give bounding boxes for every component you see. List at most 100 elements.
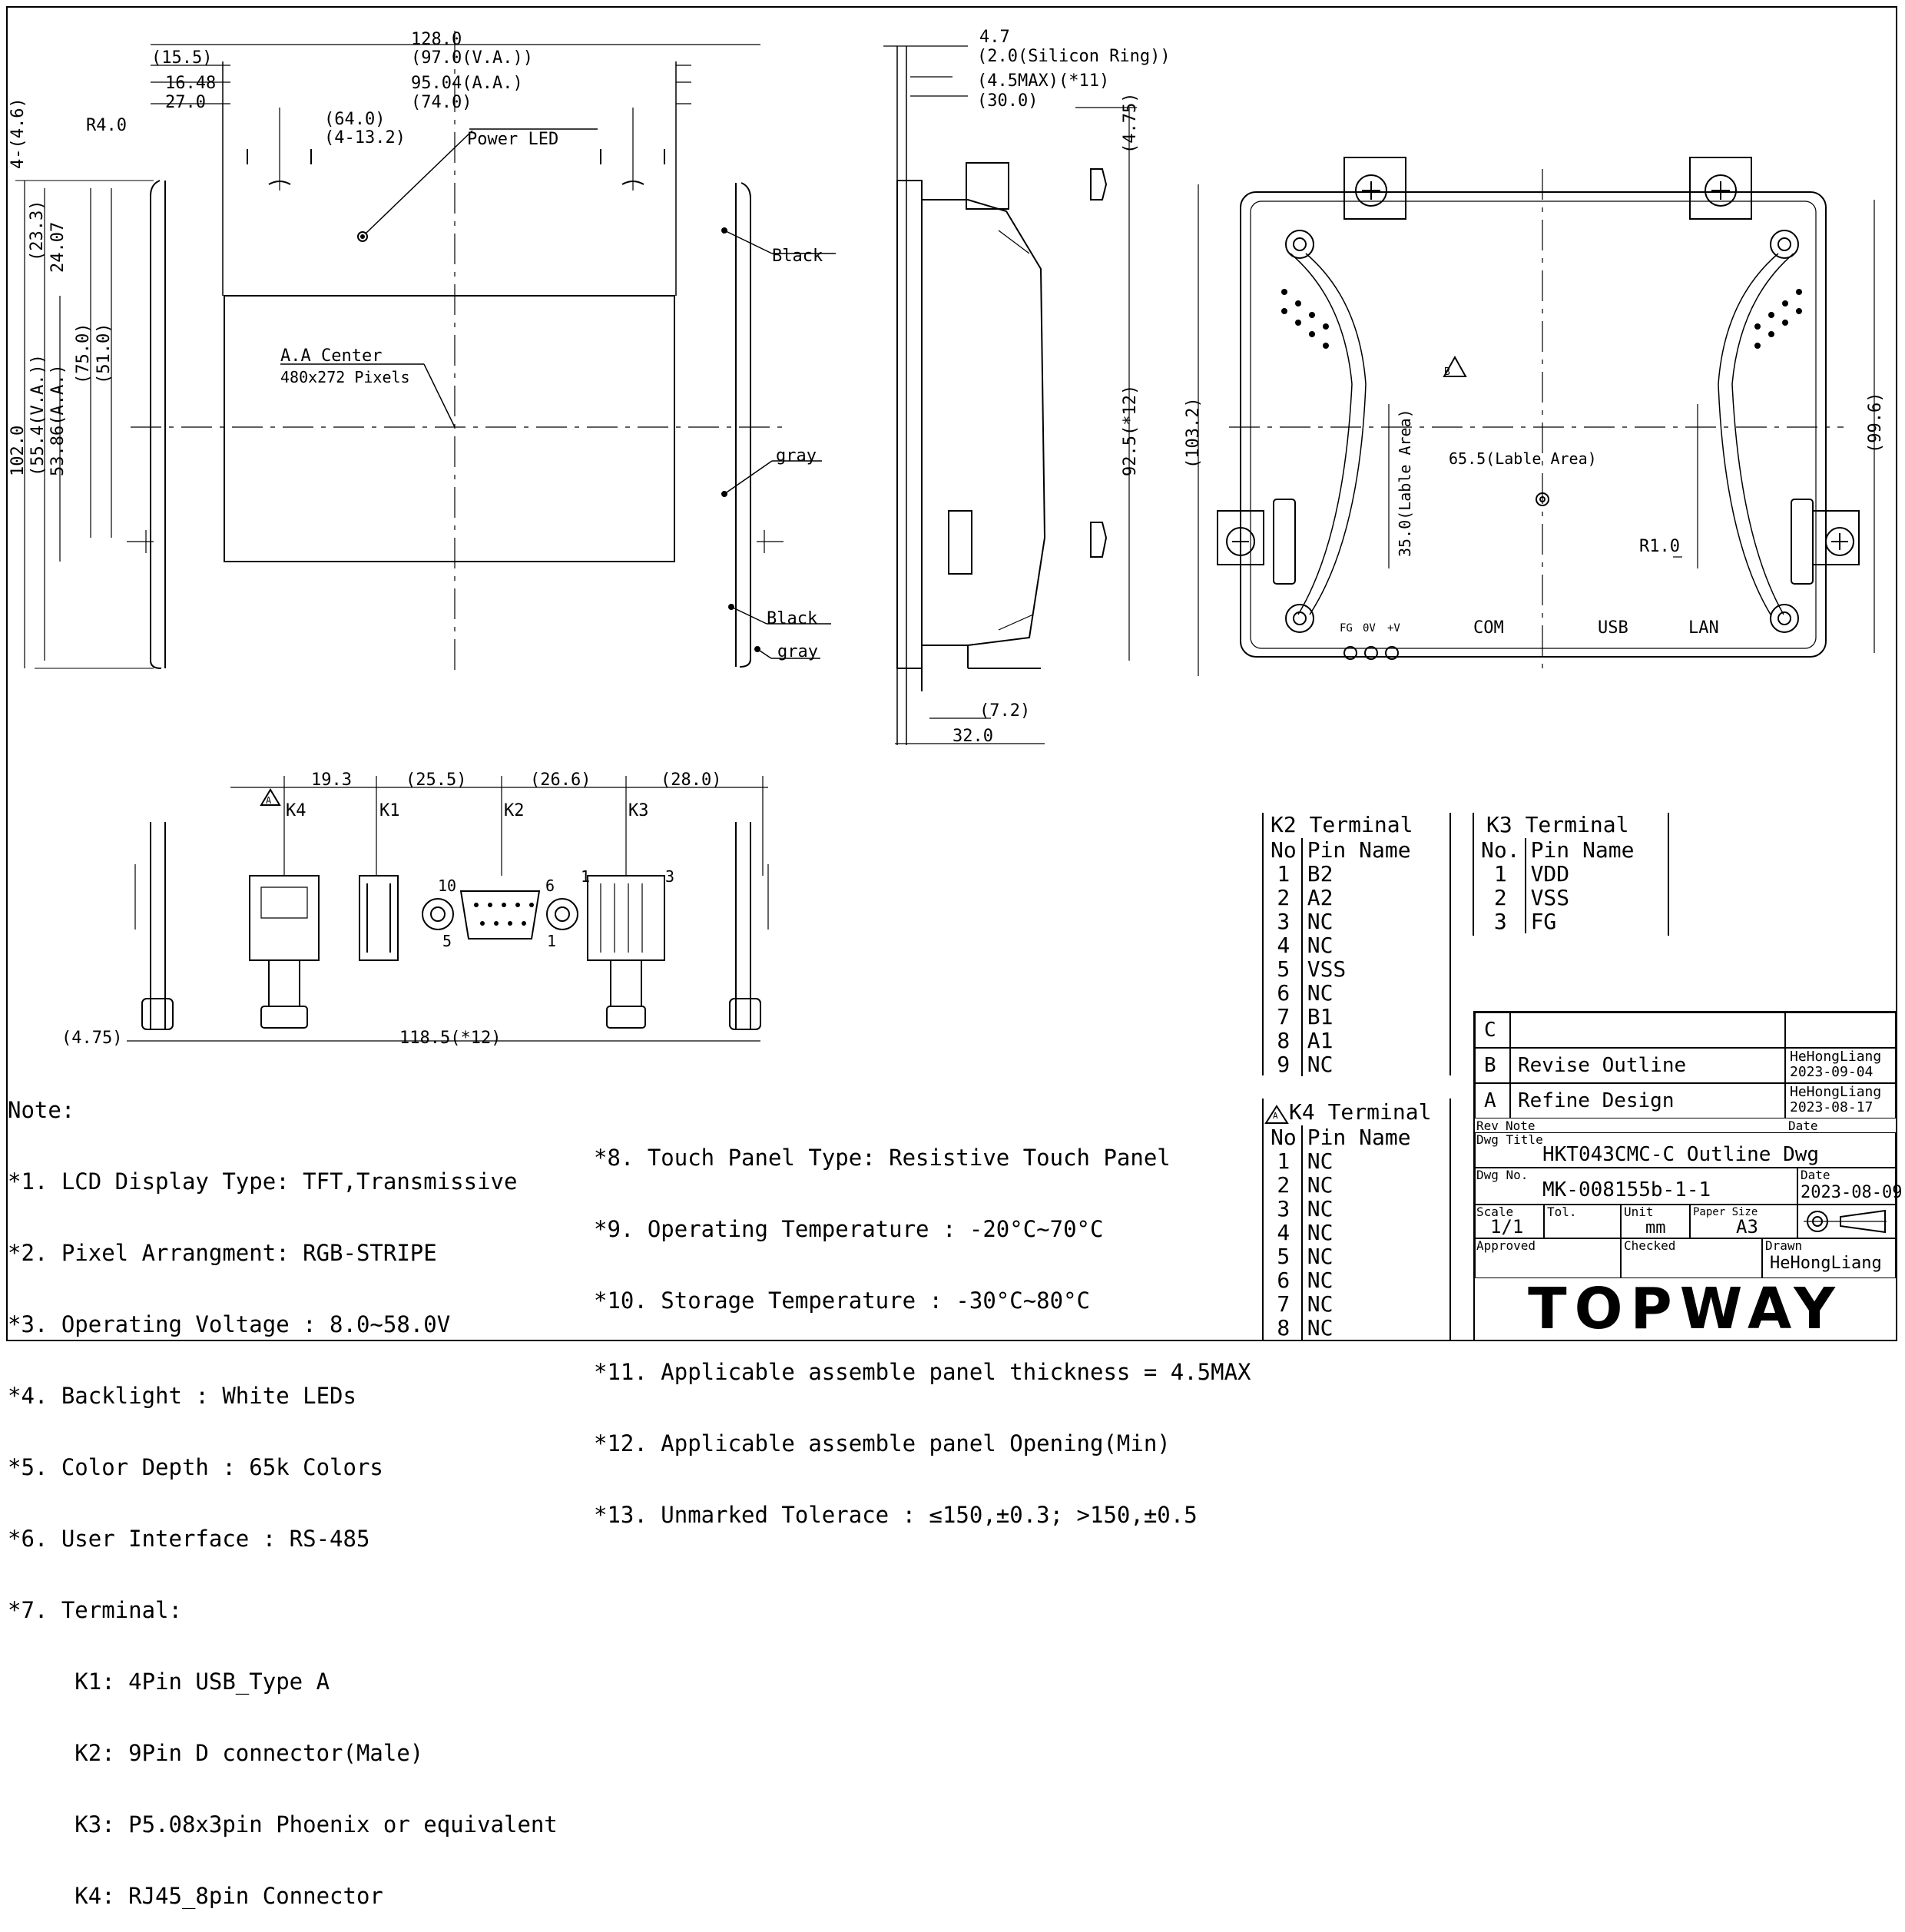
rev-b-cell	[1475, 1048, 1510, 1083]
note-line: *6. User Interface : RS-485	[8, 1526, 370, 1552]
dim-label-area-w: 65.5(Lable Area)	[1449, 449, 1597, 468]
phoenix-pin-1: 1	[581, 867, 590, 886]
drawn-cell	[1762, 1238, 1896, 1278]
side-connector-bottom	[948, 510, 972, 575]
rear-conn-0v: 0V	[1363, 622, 1376, 635]
label-k4: K4	[286, 801, 306, 820]
k1-usb-connector	[359, 875, 399, 961]
rev-a-by: HeHongLiang	[1790, 1084, 1882, 1100]
note-line: *11. Applicable assemble panel thickness…	[594, 1359, 1251, 1385]
k2-pin-name: NC	[1307, 933, 1334, 958]
k3-col-name: Pin Name	[1530, 837, 1635, 863]
k2-pin-name: VSS	[1307, 956, 1347, 982]
dim-30: (30.0)	[977, 91, 1038, 111]
rear-conn-usb: USB	[1598, 618, 1628, 638]
label-gray-mid: gray	[776, 446, 817, 466]
note-line: K2: 9Pin D connector(Male)	[8, 1740, 424, 1766]
dim-4-7: 4.7	[979, 28, 1010, 47]
dim-55-4: (55.4(V.A.))	[28, 354, 48, 476]
k4-table-revision-mark-icon	[1264, 1105, 1289, 1124]
dim-max-panel: (4.5MAX)(*11)	[977, 71, 1109, 91]
note-line: *12. Applicable assemble panel Opening(M…	[594, 1430, 1171, 1456]
rev-a-date-cell	[1785, 1083, 1896, 1118]
k4-pin-name: NC	[1307, 1315, 1334, 1340]
date-cell	[1797, 1168, 1896, 1205]
rev-b-by: HeHongLiang	[1790, 1049, 1882, 1065]
dim-102: 102.0	[8, 426, 28, 476]
rear-bracket-top-left	[1343, 157, 1406, 220]
approved-label: Approved	[1476, 1238, 1536, 1253]
dim-radius: R4.0	[86, 116, 127, 135]
dsub-pin-5: 5	[442, 932, 452, 950]
note-line: *1. LCD Display Type: TFT,Transmissive	[8, 1168, 518, 1195]
k4-pin-no: 5	[1266, 1244, 1303, 1268]
note-line: *9. Operating Temperature : -20°C~70°C	[594, 1216, 1104, 1242]
notes-left: Note: *1. LCD Display Type: TFT,Transmis…	[8, 1051, 558, 1932]
dwg-title-label: Dwg Title	[1476, 1132, 1543, 1147]
k4-pin-name: NC	[1307, 1148, 1334, 1174]
label-k1: K1	[379, 801, 400, 820]
k2-pin-no: 3	[1266, 910, 1303, 933]
title-block: C B Revise Outline HeHongLiang 2023-09-0…	[1473, 1011, 1902, 1341]
rev-col-label: Rev	[1476, 1118, 1499, 1133]
tol-label: Tol.	[1547, 1205, 1577, 1219]
note-line: *13. Unmarked Tolerace : ≤150,±0.3; >150…	[594, 1502, 1198, 1528]
dim-silicon: (2.0(Silicon Ring))	[977, 47, 1171, 66]
dim-92-5: 92.5(*12)	[1121, 385, 1140, 476]
dim-width-overall: 128.0	[411, 30, 462, 49]
k2-pin-no: 4	[1266, 933, 1303, 957]
dsub-pin-10: 10	[438, 877, 456, 895]
k2-pin-no: 6	[1266, 981, 1303, 1005]
dim-r1-0: R1.0	[1639, 537, 1680, 556]
rev-b-date: 2023-09-04	[1790, 1064, 1874, 1080]
dim-bottom-4-75: (4.75)	[61, 1029, 122, 1048]
k4-pin-no: 8	[1266, 1316, 1303, 1340]
k3-pin-name: VSS	[1530, 885, 1570, 910]
approved-cell	[1475, 1238, 1621, 1278]
paper-cell	[1690, 1205, 1797, 1238]
k4-pin-name: NC	[1307, 1172, 1334, 1198]
paper-label: Paper Size	[1693, 1206, 1758, 1218]
scale-value: 1/1	[1490, 1216, 1524, 1238]
k2-pin-name: NC	[1307, 980, 1334, 1006]
dim-width-74: (74.0)	[411, 93, 472, 112]
rev-c-cell	[1475, 1012, 1510, 1048]
dim-103-2: (103.2)	[1184, 397, 1203, 469]
k3-phoenix-connector	[587, 875, 665, 961]
dim-25-5: (25.5)	[406, 770, 466, 790]
label-k3: K3	[628, 801, 649, 820]
rear-housing	[1240, 191, 1827, 658]
k3-pin-no: 1	[1476, 862, 1526, 886]
k2-pin-name: A2	[1307, 885, 1334, 910]
k2-pin-name: A1	[1307, 1028, 1334, 1053]
active-area	[224, 295, 675, 562]
outline-drawing: 128.0 (97.0(V.A.)) 95.04(A.A.) (74.0) (1…	[8, 28, 1885, 1341]
rear-usb-left	[1273, 499, 1296, 585]
terminal-screw-icon	[1343, 646, 1357, 660]
k4-col-no: No	[1266, 1125, 1303, 1149]
dwg-title-cell	[1475, 1132, 1896, 1168]
dim-53-86: 53.86(A.A.)	[48, 364, 68, 476]
front-view-dimensions: 128.0 (97.0(V.A.)) 95.04(A.A.) (74.0) (1…	[8, 30, 823, 661]
k3-col-no: No.	[1476, 838, 1526, 862]
note-line: K1: 4Pin USB_Type A	[8, 1669, 330, 1695]
rev-a-note: Refine Design	[1518, 1089, 1675, 1112]
dwg-no-cell	[1475, 1168, 1797, 1205]
k4-pin-name: NC	[1307, 1196, 1334, 1221]
k2-pin-name: B1	[1307, 1004, 1334, 1029]
date-label: Date	[1801, 1168, 1830, 1182]
screw-icon	[1355, 174, 1387, 207]
rear-conn-com: COM	[1473, 618, 1504, 638]
unit-cell	[1621, 1205, 1690, 1238]
k4-pin-no: 4	[1266, 1221, 1303, 1244]
dim-width-va: (97.0(V.A.))	[411, 48, 533, 68]
rear-mark-letter: B	[1444, 366, 1450, 378]
label-black-bottom: Black	[767, 609, 817, 628]
k2-pin-no: 7	[1266, 1005, 1303, 1029]
k3-pin-name: VDD	[1530, 861, 1570, 886]
